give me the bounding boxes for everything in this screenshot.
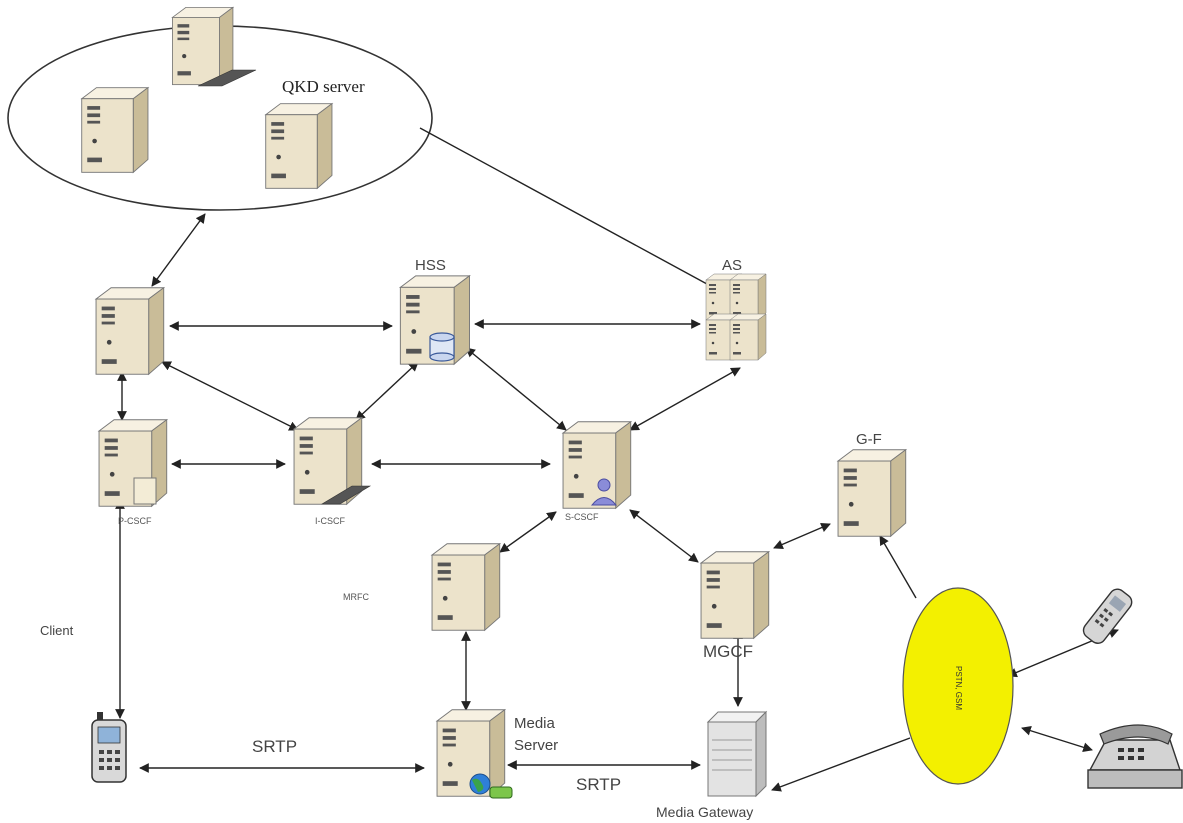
server-cluster-icon (705, 273, 767, 361)
media-gateway-label: Media Gateway (656, 804, 753, 820)
hss-icscf-link (355, 361, 419, 421)
gateway-icon (706, 710, 768, 798)
media-server-node: Media Server (436, 709, 558, 799)
mobile-phone-icon (91, 712, 127, 783)
as-node: AS (705, 257, 767, 361)
desk-phone-icon (1087, 724, 1183, 789)
database-icon (429, 332, 455, 362)
server-icon (171, 6, 234, 86)
pstn-gf-link (879, 535, 917, 599)
srtp-left-label: SRTP (252, 737, 297, 756)
srtp-right-label: SRTP (576, 775, 621, 794)
mgcf-label: MGCF (703, 642, 753, 661)
scscf-label: S-CSCF (565, 512, 599, 522)
media-server-label-line1: Media (514, 715, 556, 732)
server-icon (700, 551, 770, 639)
qkd-server-label: QKD server (282, 77, 365, 96)
as-scscf-link (629, 367, 741, 431)
hss-node: HSS (399, 257, 471, 365)
pcscf-label: P-CSCF (118, 516, 152, 526)
server-icon (98, 419, 168, 507)
pcscf-node: P-CSCF (98, 419, 168, 526)
qkd-server-group: QKD server (7, 6, 433, 211)
qkd-as-link (419, 127, 719, 291)
scscf-mrfc-link (499, 511, 557, 553)
mgcf-node: MGCF (700, 551, 770, 661)
keyboard-icon (197, 69, 257, 87)
qkd-top-server-link (151, 213, 206, 287)
cordless-phone-icon (1082, 588, 1133, 644)
as-label: AS (722, 257, 742, 274)
pstn-gsm-node: PSTN, GSM (902, 587, 1014, 785)
icscf-label: I-CSCF (315, 516, 345, 526)
media-gateway-node: Media Gateway (656, 710, 768, 820)
connectors (115, 127, 1119, 792)
pstn-ellipse (902, 587, 1014, 785)
server-icon (265, 103, 333, 189)
document-icon (133, 477, 157, 505)
gf-node: G-F (837, 431, 907, 537)
client-node: Client (40, 623, 127, 783)
server-icon (431, 543, 501, 631)
server-icon (81, 87, 149, 173)
hss-label: HSS (415, 257, 446, 274)
server-icon (562, 421, 632, 509)
server-icon (837, 449, 907, 537)
top-server-icscf-link (161, 361, 299, 431)
mrfc-label: MRFC (343, 592, 369, 602)
user-icon (590, 478, 618, 506)
keyboard-icon (320, 485, 372, 505)
media-server-label-line2: Server (514, 737, 558, 754)
gf-mgcf-link (773, 522, 831, 550)
pstn-gsm-label: PSTN, GSM (954, 666, 963, 710)
server-icon (95, 287, 165, 375)
pstn-media-gateway-link (771, 737, 911, 792)
globe-icon (469, 773, 513, 799)
mrfc-node: MRFC (343, 543, 501, 631)
hss-scscf-link (465, 347, 567, 431)
pstn-desk-phone-link (1021, 725, 1093, 753)
icscf-node: I-CSCF (293, 417, 372, 526)
gf-label: G-F (856, 431, 882, 448)
scscf-mgcf-link (629, 509, 699, 563)
client-label: Client (40, 623, 74, 638)
scscf-node: S-CSCF (562, 421, 632, 522)
